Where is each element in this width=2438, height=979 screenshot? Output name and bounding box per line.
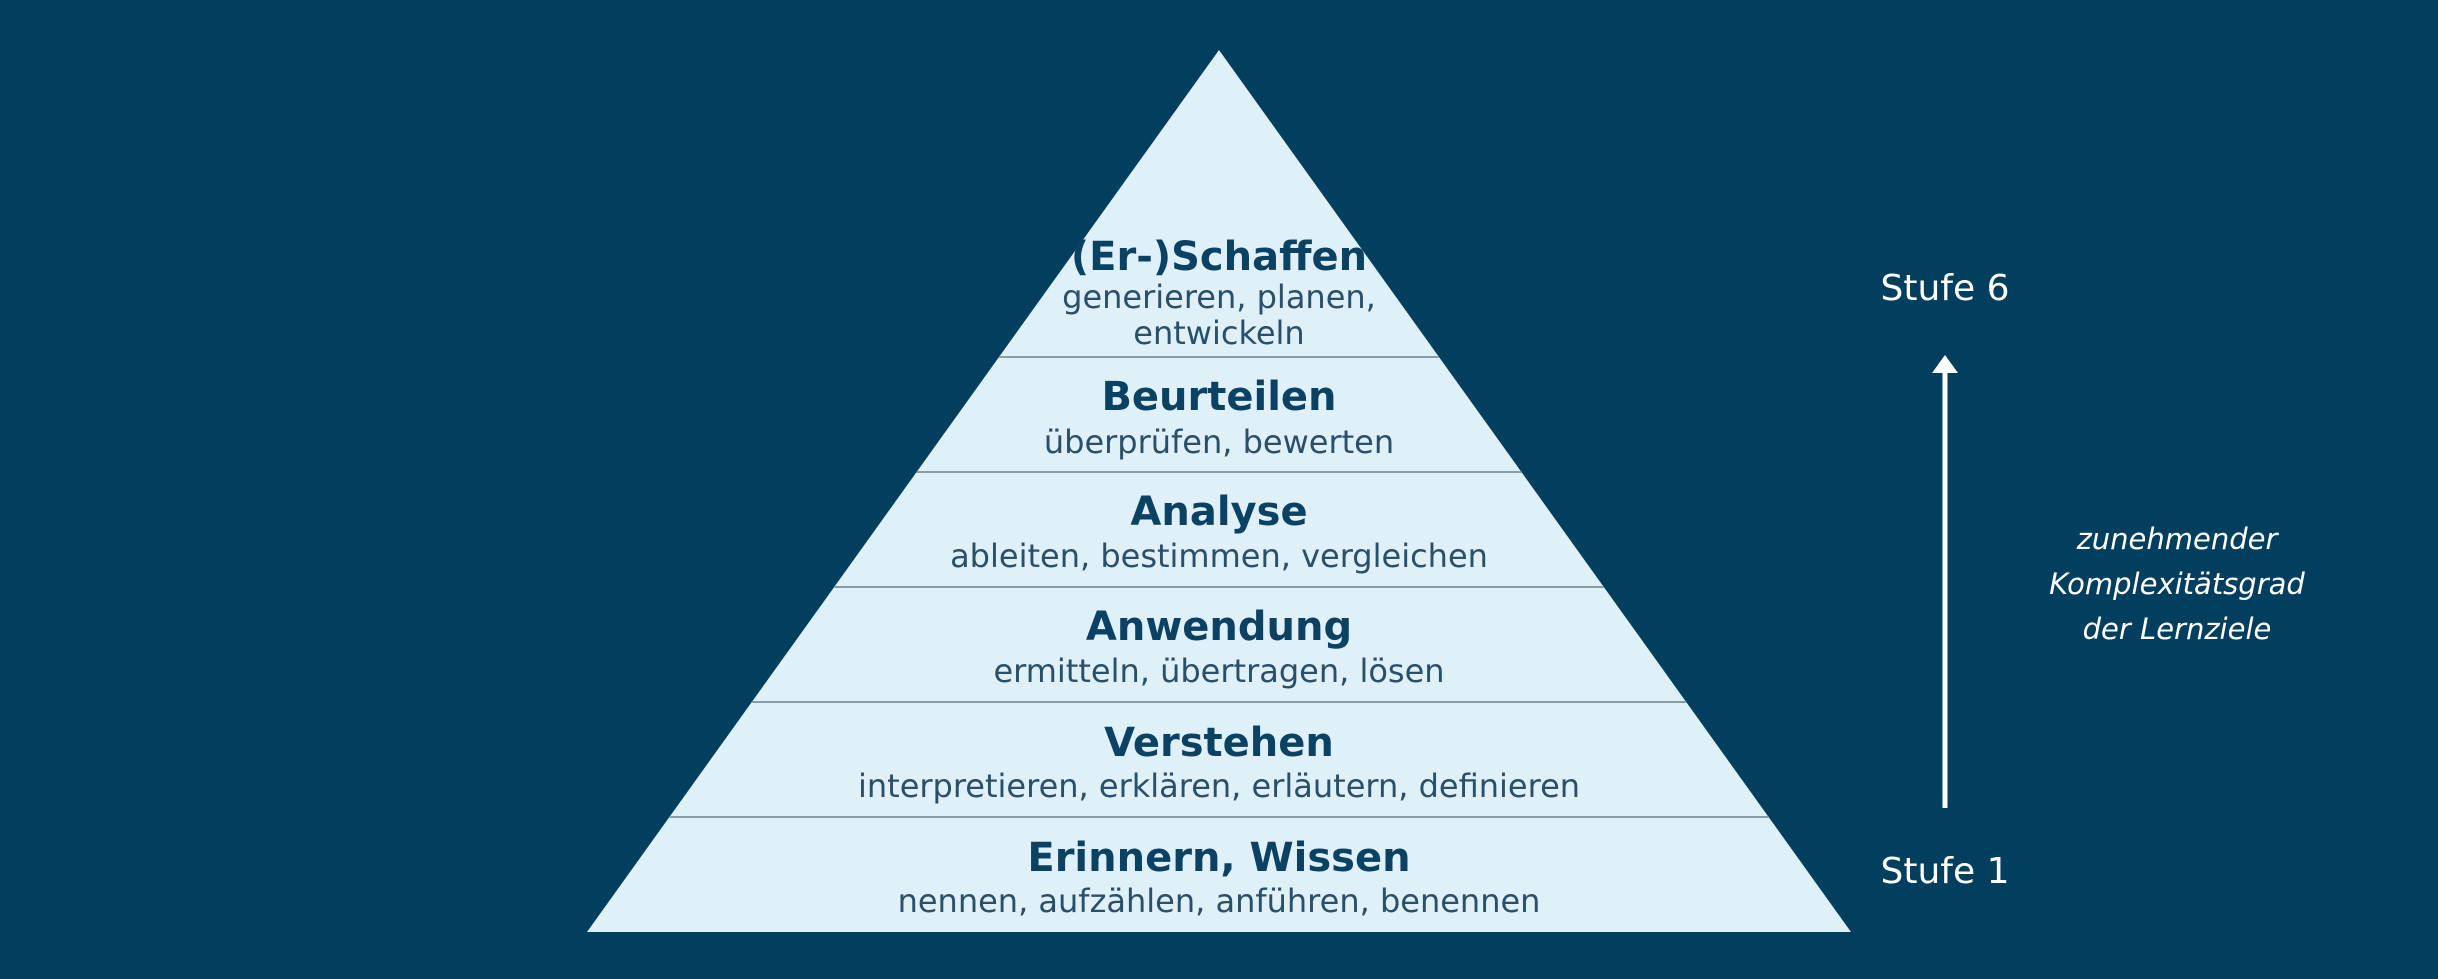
level-verbs-verstehen: interpretieren, erklären, erläutern, def… <box>858 767 1580 805</box>
level-title-schaffen: (Er-)Schaffen <box>1071 234 1367 280</box>
stufe-6-label: Stufe 6 <box>1881 268 2010 309</box>
level-title-verstehen: Verstehen <box>1104 720 1334 766</box>
level-title-beurteilen: Beurteilen <box>1101 374 1336 420</box>
level-verbs-erinnern: nennen, aufzählen, anführen, benennen <box>898 882 1541 920</box>
arrow-up-icon <box>1932 355 1958 808</box>
complexity-note-line3: der Lernziele <box>2083 612 2272 646</box>
level-verbs-beurteilen: überprüfen, bewerten <box>1044 423 1394 461</box>
complexity-note-line2: Komplexitätsgrad <box>2049 567 2305 601</box>
level-verbs-schaffen-line1: generieren, planen, <box>1062 278 1376 316</box>
level-verbs-analyse: ableiten, bestimmen, vergleichen <box>950 537 1488 575</box>
level-title-analyse: Analyse <box>1130 489 1307 535</box>
level-title-erinnern: Erinnern, Wissen <box>1027 835 1410 881</box>
pyramid-shape <box>587 50 1851 932</box>
level-title-anwendung: Anwendung <box>1086 604 1352 650</box>
level-verbs-schaffen-line2: entwickeln <box>1133 314 1304 352</box>
stufe-1-label: Stufe 1 <box>1881 851 2010 892</box>
level-dividers <box>669 356 1769 818</box>
complexity-note-line1: zunehmender <box>2076 522 2280 556</box>
level-verbs-anwendung: ermitteln, übertragen, lösen <box>993 652 1444 690</box>
